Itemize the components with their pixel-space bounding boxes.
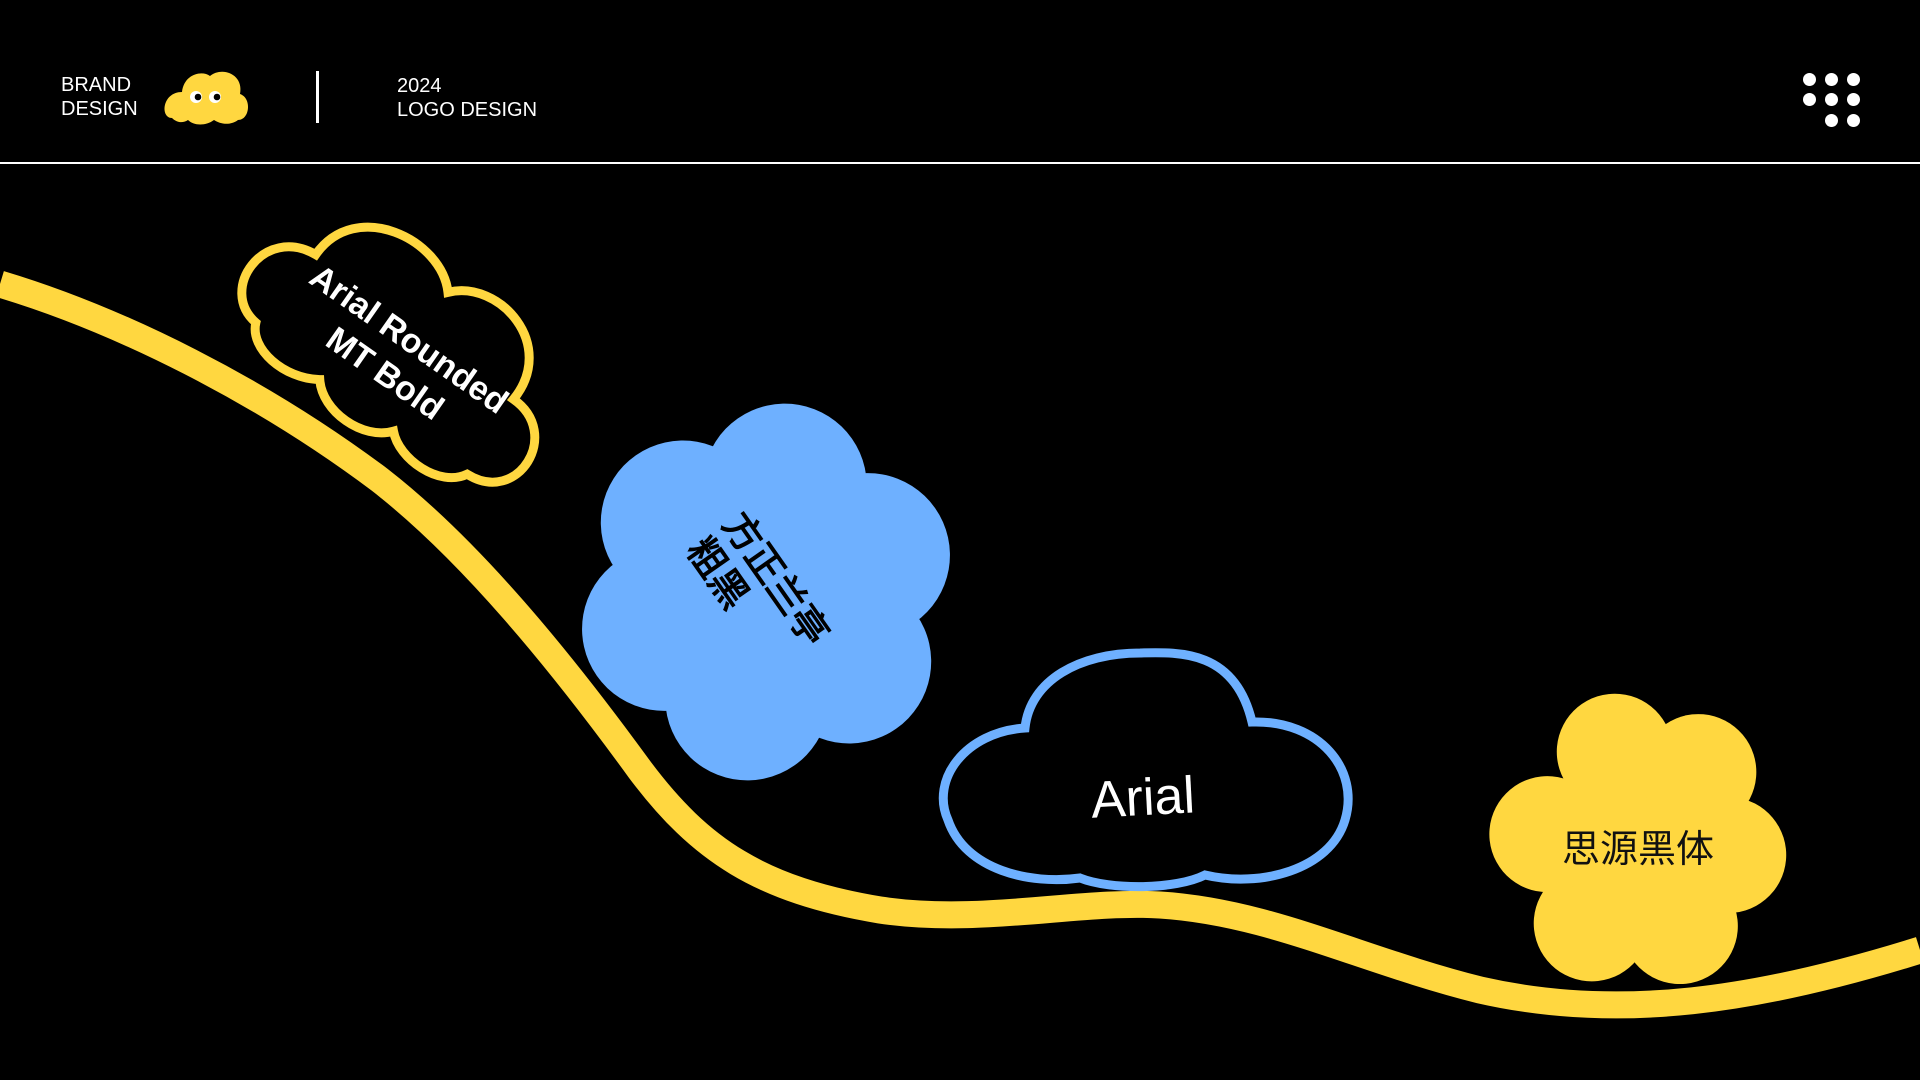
- cloud-logo-icon: [164, 71, 249, 125]
- header-rule: [0, 162, 1920, 164]
- brand-label-line2: DESIGN: [61, 98, 138, 120]
- flower-yellow: [1489, 693, 1787, 985]
- font-label-siyuan: 思源黑体: [1562, 827, 1714, 871]
- yellow-wave-line: [0, 271, 1920, 1019]
- cloud-outline-blue: Arial: [938, 648, 1353, 892]
- subtitle-label: LOGO DESIGN: [397, 99, 538, 121]
- font-label-arial: Arial: [1089, 766, 1196, 829]
- flower-blue: [582, 403, 950, 781]
- cloud-outline-yellow: Arial Rounded MT Bold: [237, 222, 540, 487]
- dots-grid-icon[interactable]: [1803, 70, 1863, 130]
- year-label: 2024: [397, 75, 442, 97]
- brand-label-line1: BRAND: [61, 74, 132, 96]
- header-divider: [316, 71, 319, 123]
